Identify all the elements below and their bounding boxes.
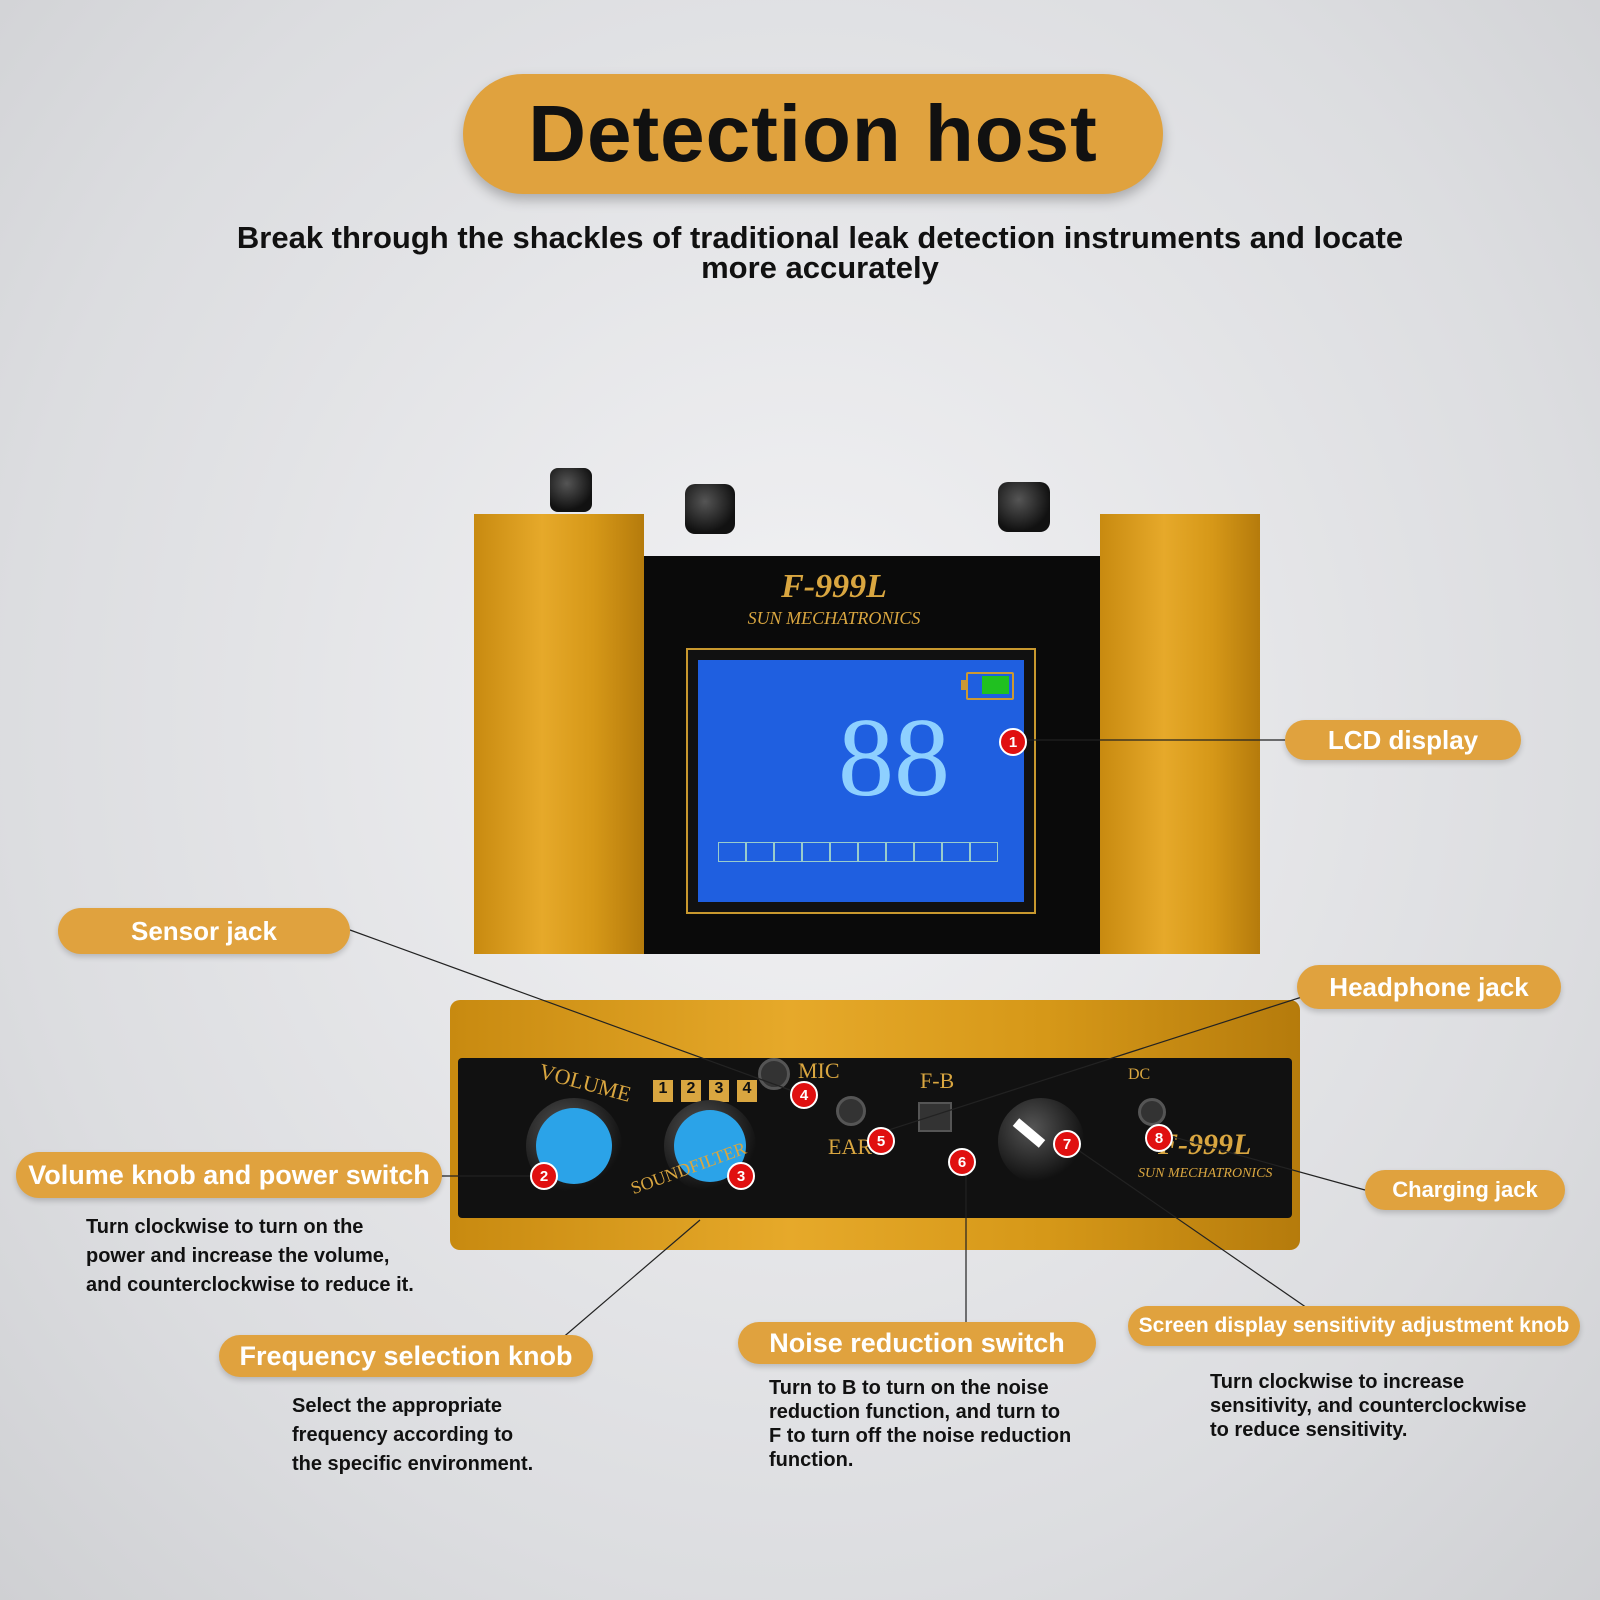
label-frequency-knob: Frequency selection knob [219, 1335, 593, 1377]
dc-jack[interactable] [1138, 1098, 1166, 1126]
desc-noise: Turn to B to turn on the noise reduction… [769, 1377, 1072, 1471]
side-panel-right [1100, 514, 1260, 954]
title-banner: Detection host [463, 74, 1163, 194]
mic-jack[interactable] [758, 1058, 790, 1090]
fb-text: F-B [920, 1068, 955, 1093]
label-sensor-jack: Sensor jack [58, 908, 350, 954]
battery-icon [961, 672, 1014, 700]
label-volume-knob: Volume knob and power switch [16, 1152, 442, 1198]
desc-volume: Turn clockwise to turn on the power and … [86, 1216, 414, 1296]
marker-5: 5 [867, 1127, 895, 1155]
label-noise-switch: Noise reduction switch [738, 1322, 1096, 1364]
marker-4: 4 [790, 1081, 818, 1109]
marker-1: 1 [999, 728, 1027, 756]
desc-sensitivity: Turn clockwise to increase sensitivity, … [1210, 1371, 1527, 1441]
lcd-value: 88 [838, 696, 950, 820]
label-lcd-display: LCD display [1285, 720, 1521, 760]
top-knob-left [550, 468, 592, 512]
marker-8: 8 [1145, 1124, 1173, 1152]
front-brand: SUN MECHATRONICS [747, 608, 921, 628]
marker-6: 6 [948, 1148, 976, 1176]
filter-num-3: 3 [709, 1080, 729, 1102]
marker-3: 3 [727, 1162, 755, 1190]
ear-text: EAR [828, 1134, 872, 1159]
filter-num-1: 1 [653, 1080, 673, 1102]
filter-num-4: 4 [737, 1080, 757, 1102]
dc-text: DC [1128, 1066, 1151, 1083]
front-model: F-999L [781, 568, 887, 605]
mic-text: MIC [798, 1058, 840, 1083]
lcd-frame: 88 [686, 648, 1036, 914]
filter-numbers: 1 2 3 4 [653, 1080, 757, 1102]
label-headphone-jack: Headphone jack [1297, 965, 1561, 1009]
device-front: F-999L SUN MECHATRONICS 88 [470, 468, 1270, 970]
marker-2: 2 [530, 1162, 558, 1190]
level-bar [718, 842, 998, 862]
desc-frequency: Select the appropriate frequency accordi… [292, 1395, 534, 1475]
top-knob-middle [685, 484, 735, 534]
marker-7: 7 [1053, 1130, 1081, 1158]
label-sensitivity-knob: Screen display sensitivity adjustment kn… [1128, 1306, 1580, 1346]
side-panel-left [474, 514, 644, 954]
subtitle: Break through the shackles of traditiona… [236, 220, 1404, 285]
panel-brand: SUN MECHATRONICS [1138, 1166, 1273, 1181]
filter-num-2: 2 [681, 1080, 701, 1102]
noise-switch[interactable] [918, 1102, 952, 1132]
label-charging-jack: Charging jack [1365, 1170, 1565, 1210]
top-knob-right [998, 482, 1050, 532]
ear-jack[interactable] [836, 1096, 866, 1126]
page-title: Detection host [528, 89, 1098, 178]
front-face: F-999L SUN MECHATRONICS 88 [644, 556, 1100, 954]
lcd-screen: 88 [698, 660, 1024, 902]
